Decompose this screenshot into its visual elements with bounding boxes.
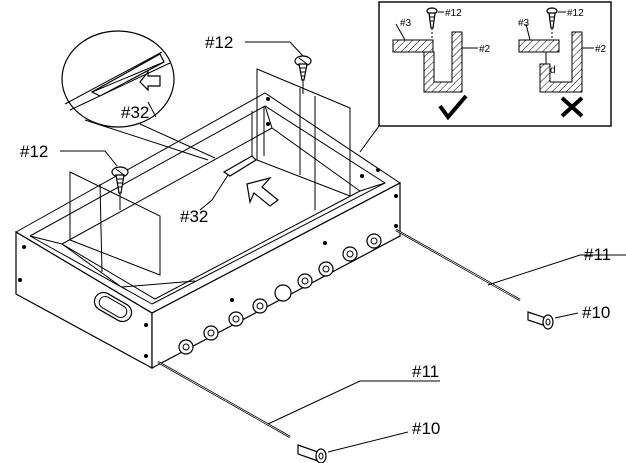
label-screw-left: #12 — [20, 142, 48, 161]
box-front-face — [15, 230, 153, 370]
label-rod-right: #11 — [584, 245, 611, 264]
cross-icon — [560, 96, 584, 118]
inset-wrong-screw: #12 — [567, 8, 584, 19]
label-rod-bottom: #11 — [412, 362, 439, 381]
handle-slot — [93, 291, 133, 323]
label-pin-bottom: #10 — [412, 419, 440, 438]
screw-left — [111, 166, 129, 210]
inset-wrong-gap: d — [550, 65, 556, 76]
inset-correct — [392, 7, 468, 121]
rod-bottom — [157, 361, 291, 438]
wedge-zoom-callout — [61, 30, 216, 161]
inset-correct-part2: #2 — [479, 44, 491, 55]
inset-wrong-part2: #2 — [595, 44, 607, 55]
inset-detail — [359, 1, 612, 153]
box-top-rim — [14, 92, 401, 314]
drawer-box — [14, 68, 401, 370]
side-bore-holes — [178, 233, 382, 355]
label-wedge-callout: #32 — [121, 103, 149, 122]
pin-bottom — [297, 431, 409, 463]
inset-wrong-part3: #3 — [518, 18, 530, 29]
screw-top — [294, 55, 312, 94]
label-wedge-box: #32 — [180, 207, 208, 226]
pin-right — [527, 311, 579, 330]
inset-wrong — [518, 7, 584, 118]
arrow-icon — [246, 176, 279, 207]
rod-right — [395, 229, 521, 301]
check-icon — [438, 94, 468, 121]
inset-correct-screw: #12 — [445, 8, 462, 19]
label-pin-right: #10 — [582, 303, 610, 322]
wedge-part — [222, 155, 257, 177]
label-screw-top: #12 — [205, 33, 233, 52]
inset-correct-part3: #3 — [400, 18, 412, 29]
